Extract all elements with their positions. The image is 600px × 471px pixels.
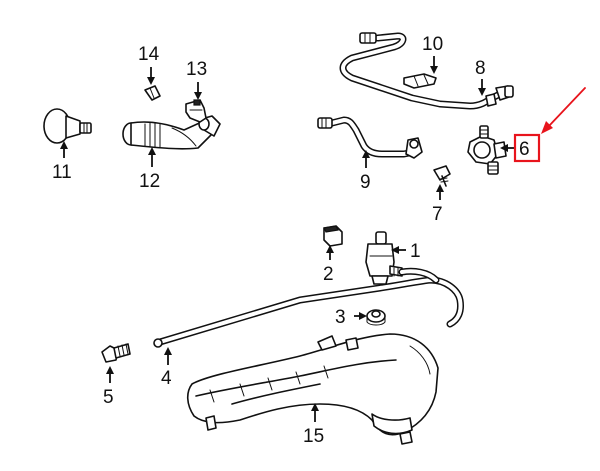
part-1-pump <box>365 231 403 285</box>
callout-5-label: 5 <box>103 387 114 408</box>
part-5-rivet <box>101 343 131 363</box>
callout-13: 13 <box>186 59 207 100</box>
part-13-bracket <box>185 99 207 123</box>
callout-6-label: 6 <box>519 139 530 160</box>
callout-12: 12 <box>139 147 160 192</box>
callout-3-label: 3 <box>335 307 346 328</box>
part-2-block <box>323 225 343 247</box>
callout-2-label: 2 <box>323 264 334 285</box>
part-14-clip <box>144 85 161 101</box>
red-pointer-arrow <box>541 87 586 134</box>
part-10-bracket <box>403 73 437 89</box>
callout-3: 3 <box>335 307 367 328</box>
callout-11: 11 <box>52 141 72 183</box>
part-15-reservoir <box>186 333 439 445</box>
callout-13-label: 13 <box>186 59 207 80</box>
callout-2: 2 <box>323 245 334 285</box>
callout-9: 9 <box>360 150 371 193</box>
callout-7-label: 7 <box>432 204 443 225</box>
callout-7: 7 <box>432 184 444 225</box>
callout-6: 6 <box>500 133 541 163</box>
callout-8: 8 <box>475 58 486 96</box>
callout-15-label: 15 <box>303 426 324 447</box>
callout-9-label: 9 <box>360 172 371 193</box>
callout-12-label: 12 <box>139 171 160 192</box>
callout-5: 5 <box>103 366 114 408</box>
callout-1-label: 1 <box>410 241 421 262</box>
callout-14: 14 <box>138 44 160 85</box>
part-4-hose <box>153 267 464 348</box>
callout-10: 10 <box>422 34 443 74</box>
callout-11-label: 11 <box>52 162 72 183</box>
callout-4: 4 <box>161 347 172 389</box>
callout-6-highlight-box <box>513 133 541 163</box>
part-3-grommet <box>366 309 386 326</box>
part-8-hose <box>339 32 514 110</box>
part-7-screw <box>433 165 451 187</box>
part-6-valve <box>467 125 507 175</box>
callout-8-label: 8 <box>475 58 486 79</box>
callout-4-label: 4 <box>161 368 172 389</box>
callout-15: 15 <box>303 403 324 447</box>
part-12-tube <box>122 115 221 150</box>
callout-14-label: 14 <box>138 44 160 65</box>
callout-10-label: 10 <box>422 34 443 55</box>
callout-1: 1 <box>391 241 421 262</box>
part-11-cap <box>43 108 92 144</box>
part-9-hose <box>317 116 423 159</box>
